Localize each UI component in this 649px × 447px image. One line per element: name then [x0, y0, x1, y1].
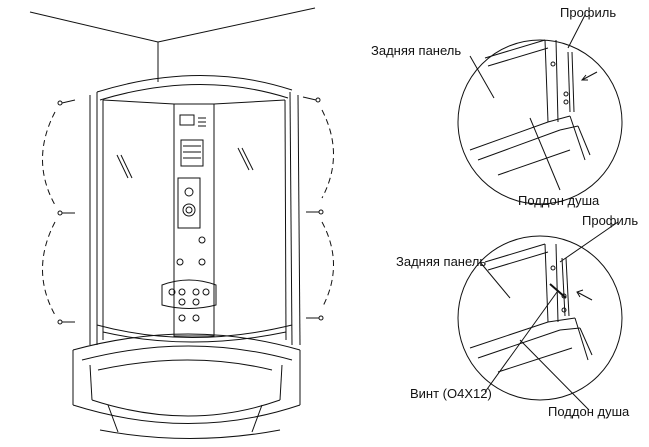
shower-tray [72, 333, 301, 439]
shower-cabin [89, 75, 301, 346]
label-back-panel-bottom: Задняя панель [396, 254, 487, 269]
room-corner-lines [29, 7, 316, 82]
leader-lines [469, 14, 619, 411]
display-panel [179, 114, 195, 126]
right-fixings [302, 96, 334, 321]
label-screw: Винт (О4Х12) [410, 386, 492, 401]
label-back-panel-top: Задняя панель [371, 43, 462, 58]
jet [192, 298, 200, 306]
jet [192, 314, 200, 322]
control-column [173, 103, 215, 337]
jet [178, 314, 186, 322]
jet [178, 288, 186, 296]
jet [178, 298, 186, 306]
label-profile-top: Профиль [560, 5, 617, 20]
mixer-knob [184, 187, 194, 197]
detail-circle-top [457, 39, 623, 205]
mixer-plate [177, 177, 201, 229]
detail-circle-bottom [457, 235, 623, 401]
screw [549, 283, 567, 299]
jet [168, 288, 176, 296]
jet [202, 288, 210, 296]
label-tray-top: Поддон душа [518, 193, 600, 208]
label-tray-bottom: Поддон душа [548, 404, 630, 419]
left-fixings [42, 99, 76, 325]
label-profile-bottom: Профиль [582, 213, 639, 228]
jet [176, 258, 184, 266]
jet [198, 258, 206, 266]
jet [192, 288, 200, 296]
control-buttons [180, 139, 204, 167]
